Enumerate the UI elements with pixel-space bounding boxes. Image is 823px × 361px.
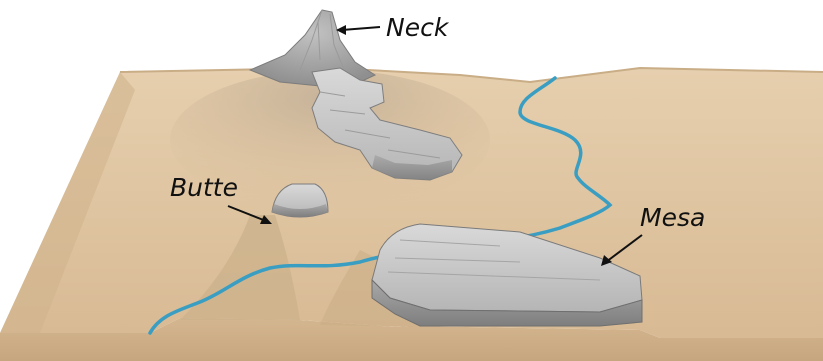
mesa-label: Mesa	[640, 203, 705, 232]
volcanic-neck	[250, 10, 375, 86]
butte-label: Butte	[170, 173, 238, 202]
neck-label: Neck	[386, 13, 450, 42]
neck-arrow	[342, 27, 380, 30]
